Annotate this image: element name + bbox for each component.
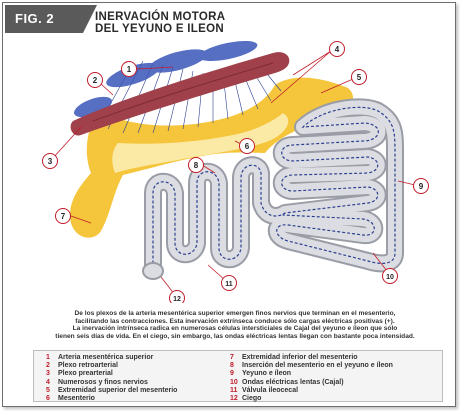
figure-badge: FIG. 2 xyxy=(5,5,97,33)
legend-column-left: 1 Arteria mesentérica superior 2 Plexo ret… xyxy=(46,354,177,403)
callout-5: 5 xyxy=(351,69,367,85)
callout-12: 12 xyxy=(169,290,185,303)
svg-text:3: 3 xyxy=(48,157,53,166)
legend-column-right: 7 Extremidad inferior del mesenterio 8 Ins… xyxy=(230,354,393,403)
caption-line-2: facilitando las contracciones. Esta iner… xyxy=(75,317,395,325)
legend-item: 5 Extremidad superior del mesenterio xyxy=(46,387,177,395)
callout-10: 10 xyxy=(382,268,398,284)
legend-number: 11 xyxy=(230,386,238,394)
legend-text: Plexo retroarterial xyxy=(58,362,118,370)
callout-2: 2 xyxy=(87,72,103,88)
callout-9: 9 xyxy=(413,178,429,194)
svg-text:4: 4 xyxy=(335,45,340,54)
legend-text: Válvula ileocecal xyxy=(242,386,299,394)
legend-item: 3 Plexo prearterial xyxy=(46,370,177,378)
svg-text:2: 2 xyxy=(93,76,98,85)
svg-text:5: 5 xyxy=(357,73,362,82)
legend-number: 5 xyxy=(46,386,50,394)
legend-text: Inserción del mesenterio en el yeyuno e … xyxy=(242,362,393,370)
caption-line-3: La inervación intrínseca radica en numer… xyxy=(72,325,398,333)
legend-item: 4 Numerosos y finos nervios xyxy=(46,379,177,387)
title-line-1: INERVACIÓN MOTORA xyxy=(95,11,226,23)
legend-number: 3 xyxy=(46,370,50,378)
svg-text:11: 11 xyxy=(225,281,233,288)
anatomy-illustration: 1 2 3 4 5 6 7 8 9 10 11 12 xyxy=(42,40,429,303)
legend-item: 2 Plexo retroarterial xyxy=(46,362,177,370)
legend-number: 10 xyxy=(230,378,238,386)
figure-caption: De los plexos de la arteria mesentérica … xyxy=(25,310,445,340)
mesentery-inner xyxy=(112,113,289,173)
legend-number: 12 xyxy=(230,395,238,403)
callout-6: 6 xyxy=(239,138,255,154)
legend-item: 6 Mesenterio xyxy=(46,395,177,403)
legend-number: 2 xyxy=(46,362,50,370)
title-line-2: DEL YEYUNO E ILEON xyxy=(95,23,224,35)
legend-text: Yeyuno e íleon xyxy=(242,370,292,378)
callout-3: 3 xyxy=(42,153,58,169)
cecum xyxy=(142,262,164,280)
caption-line-4: tienen seis días de vida. En el ciego, s… xyxy=(55,332,415,340)
legend-number: 1 xyxy=(46,354,50,361)
legend-item: 11 Válvula ileocecal xyxy=(230,387,393,395)
figure-title: INERVACIÓN MOTORA DEL YEYUNO E ILEON xyxy=(95,11,225,35)
callout-4: 4 xyxy=(329,41,345,57)
legend-text: Numerosos y finos nervios xyxy=(58,378,148,386)
caption-line-1: De los plexos de la arteria mesentérica … xyxy=(74,310,396,317)
legend-item: 1 Arteria mesentérica superior xyxy=(46,354,177,362)
legend-item: 7 Extremidad inferior del mesenterio xyxy=(230,354,393,362)
legend-item: 10 Ondas eléctricas lentas (Cajal) xyxy=(230,379,393,387)
legend-text: Arteria mesentérica superior xyxy=(58,354,154,361)
artery-shading xyxy=(92,62,274,122)
legend-text: Extremidad superior del mesenterio xyxy=(58,386,178,394)
legend-number: 4 xyxy=(46,378,50,386)
legend-text: Plexo prearterial xyxy=(58,370,113,378)
legend-item: 8 Inserción del mesenterio en el yeyuno e… xyxy=(230,362,393,370)
svg-text:9: 9 xyxy=(419,182,424,191)
callout-7: 7 xyxy=(55,208,71,224)
legend-text: Ondas eléctricas lentas (Cajal) xyxy=(242,378,344,386)
legend-box: 1 Arteria mesentérica superior 2 Plexo ret… xyxy=(33,350,443,402)
legend-text: Mesenterio xyxy=(58,395,95,403)
legend-item: 9 Yeyuno e íleon xyxy=(230,370,393,378)
legend-number: 6 xyxy=(46,395,50,403)
svg-text:1: 1 xyxy=(127,65,132,74)
legend-number: 8 xyxy=(230,362,234,370)
callouts: 1 2 3 4 5 6 7 8 9 10 11 12 xyxy=(42,41,429,303)
svg-text:10: 10 xyxy=(386,274,394,281)
svg-text:7: 7 xyxy=(61,212,66,221)
legend-item: 12 Ciego xyxy=(230,395,393,403)
svg-text:12: 12 xyxy=(173,296,181,303)
legend-text: Extremidad inferior del mesenterio xyxy=(242,354,358,361)
legend-number: 9 xyxy=(230,370,234,378)
callout-8: 8 xyxy=(188,157,204,173)
legend-number: 7 xyxy=(230,354,234,361)
svg-text:6: 6 xyxy=(245,142,250,151)
superior-mesenteric-artery xyxy=(70,52,290,136)
legend-text: Ciego xyxy=(242,395,262,403)
callout-1: 1 xyxy=(121,61,137,77)
svg-text:8: 8 xyxy=(194,161,199,170)
figure-frame: FIG. 2 INERVACIÓN MOTORA DEL YEYUNO E IL… xyxy=(2,2,456,407)
callout-11: 11 xyxy=(221,275,237,291)
